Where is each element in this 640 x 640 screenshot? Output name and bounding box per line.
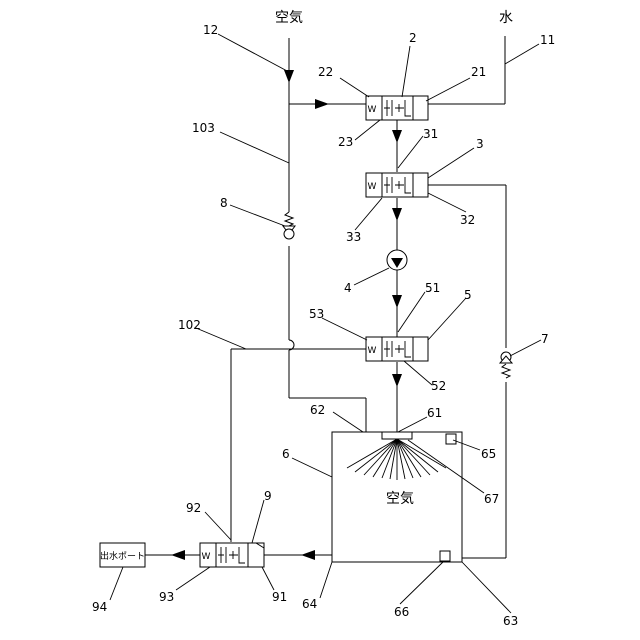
ref-65: 65 (481, 447, 496, 461)
svg-text:W: W (368, 182, 377, 192)
ref-5: 5 (464, 288, 472, 302)
ref-92: 92 (186, 501, 201, 515)
svg-text:W: W (368, 105, 377, 115)
ref-8: 8 (220, 196, 228, 210)
check-valve-7[interactable] (500, 348, 512, 382)
arrow-tank-out (301, 550, 315, 560)
ref-53: 53 (309, 307, 324, 321)
ref-11: 11 (540, 33, 555, 47)
ref-93: 93 (159, 590, 174, 604)
arrow-to-nozzle (392, 374, 402, 387)
ref-7: 7 (541, 332, 549, 346)
air-inlet-label: 空気 (275, 10, 303, 26)
valve-2[interactable]: W (366, 96, 428, 120)
ref-64: 64 (302, 597, 317, 611)
ref-51: 51 (425, 281, 440, 295)
sensor-66 (440, 551, 450, 561)
arrow-to-valve2 (315, 99, 329, 109)
ref-2: 2 (409, 31, 417, 45)
ref-9: 9 (264, 489, 272, 503)
arrow-to-outlet (171, 550, 185, 560)
ref-33: 33 (346, 230, 361, 244)
ref-12: 12 (203, 23, 218, 37)
ref-3: 3 (476, 137, 484, 151)
ref-91: 91 (272, 590, 287, 604)
water-inlet-label: 水 (499, 10, 513, 26)
ref-61: 61 (427, 406, 442, 420)
outlet-port-label: 出水ポート (100, 550, 145, 562)
sensor-65 (446, 434, 456, 444)
reference-numerals: 12 11 2 22 21 103 23 31 3 8 32 33 4 51 5… (92, 23, 555, 628)
valve-3[interactable]: W (366, 173, 428, 197)
svg-text:W: W (368, 346, 377, 356)
tank-air-label: 空気 (386, 491, 414, 507)
spray-nozzle-61 (382, 432, 412, 439)
ref-23: 23 (338, 135, 353, 149)
ref-4: 4 (344, 281, 352, 295)
arrow-to-valve5 (392, 295, 402, 308)
pump-4[interactable] (387, 250, 407, 270)
leader-lines (110, 34, 541, 613)
ref-102: 102 (178, 318, 201, 332)
ref-94: 94 (92, 600, 107, 614)
ref-63: 63 (503, 614, 518, 628)
ref-52: 52 (431, 379, 446, 393)
ref-67: 67 (484, 492, 499, 506)
ref-31: 31 (423, 127, 438, 141)
arrow-to-valve3 (392, 130, 402, 143)
ref-22: 22 (318, 65, 333, 79)
check-valve-8[interactable] (283, 212, 295, 246)
valve-5[interactable]: W (366, 337, 428, 361)
ref-62: 62 (310, 403, 325, 417)
svg-text:W: W (202, 552, 211, 562)
ref-32: 32 (460, 213, 475, 227)
ref-21: 21 (471, 65, 486, 79)
ref-66: 66 (394, 605, 409, 619)
valve-9[interactable]: W (200, 543, 264, 567)
ref-103: 103 (192, 121, 215, 135)
ref-6: 6 (282, 447, 290, 461)
check-ball-icon (284, 229, 294, 239)
arrow-to-pump (392, 208, 402, 221)
